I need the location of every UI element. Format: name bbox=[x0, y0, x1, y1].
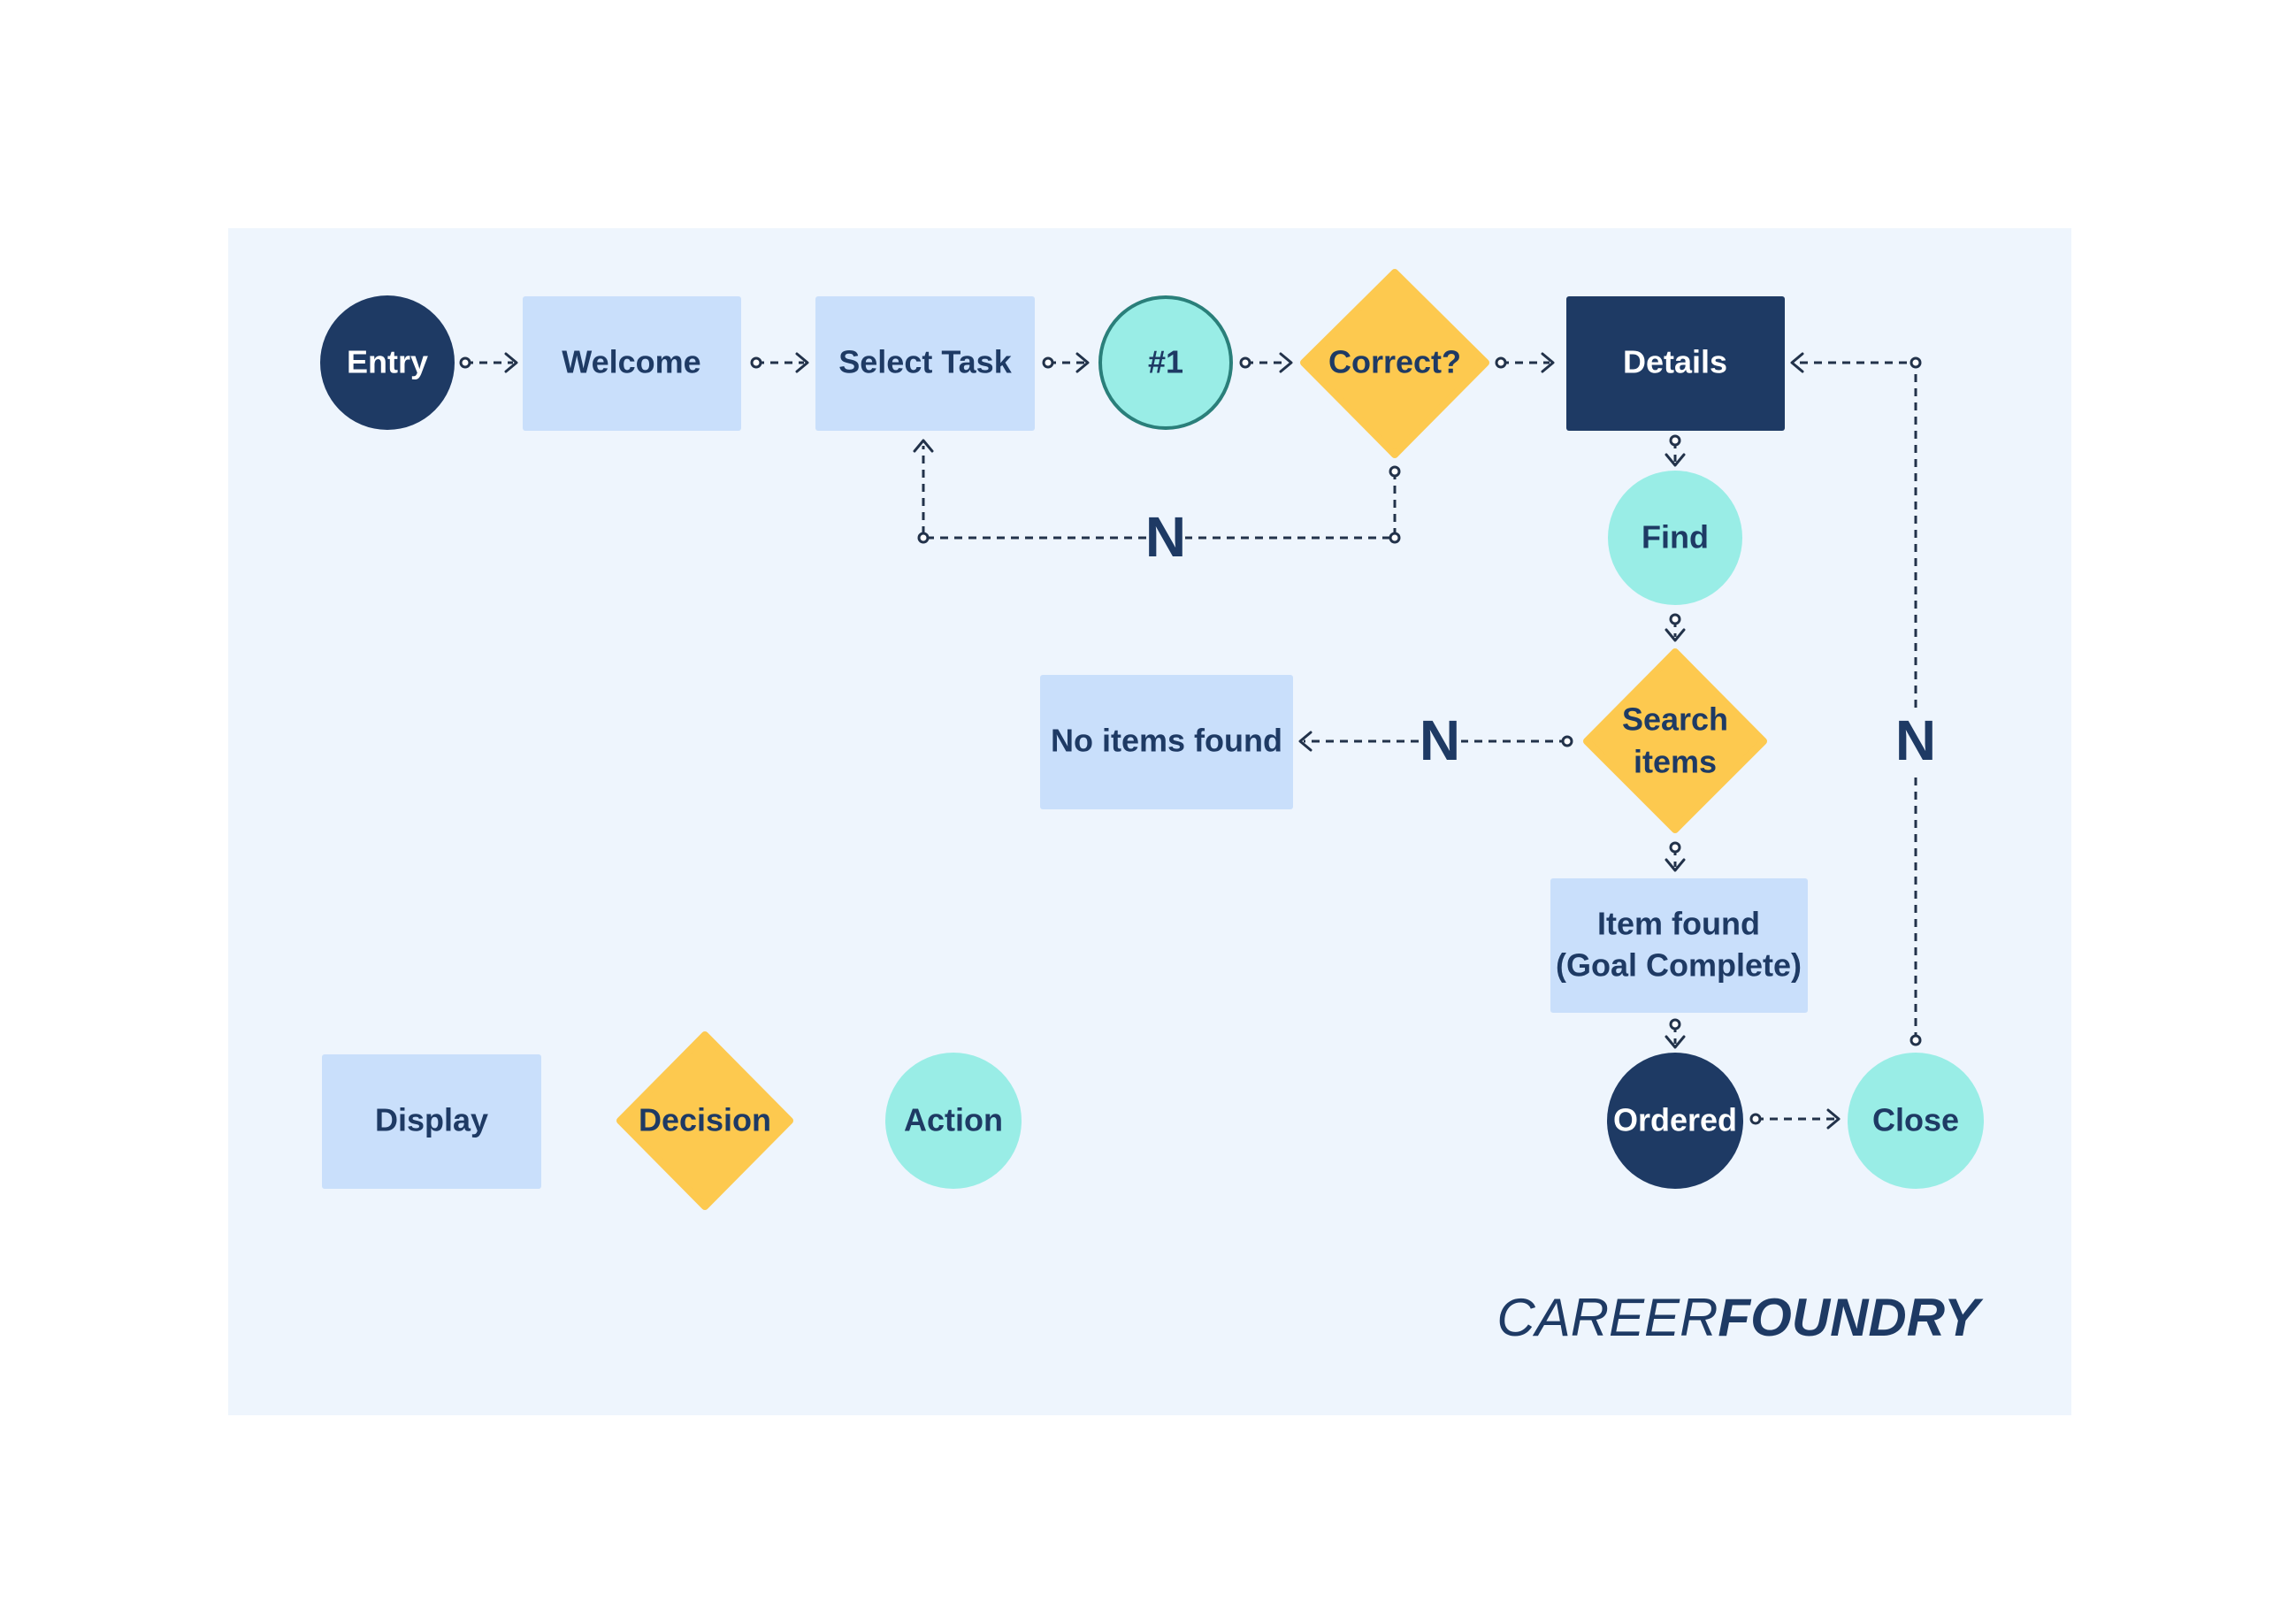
node-close-label: Close bbox=[1872, 1102, 1959, 1138]
node-no-items-found[interactable]: No items found bbox=[1040, 675, 1293, 809]
edges bbox=[459, 352, 1922, 1130]
careerfoundry-logo: CAREERFOUNDRY bbox=[1496, 1288, 1984, 1347]
legend-display-label: Display bbox=[375, 1102, 488, 1138]
legend-action: Action bbox=[885, 1053, 1022, 1189]
edge-details-find bbox=[1665, 434, 1686, 467]
node-entry-label: Entry bbox=[347, 344, 428, 380]
legend-display: Display bbox=[322, 1054, 541, 1189]
edge-entry-welcome bbox=[459, 352, 518, 373]
edge-search-no-items bbox=[1298, 731, 1573, 752]
edge-correct-details bbox=[1495, 352, 1555, 373]
edge-search-item-found bbox=[1665, 841, 1686, 872]
node-correct-label: Correct? bbox=[1328, 344, 1461, 380]
legend-decision-label: Decision bbox=[639, 1102, 771, 1138]
node-close[interactable]: Close bbox=[1848, 1053, 1984, 1189]
edge-select-task-step1 bbox=[1042, 352, 1090, 373]
node-welcome-label: Welcome bbox=[562, 344, 700, 380]
node-step1-label: #1 bbox=[1148, 344, 1183, 380]
edge-close-details-no bbox=[1790, 352, 1922, 1046]
logo-career: CAREER bbox=[1496, 1288, 1718, 1347]
edge-step1-correct bbox=[1239, 352, 1293, 373]
edge-find-search bbox=[1665, 613, 1686, 642]
node-correct[interactable]: Correct? bbox=[1300, 269, 1489, 458]
edge-label-close-no: N bbox=[1895, 709, 1936, 772]
node-details-label: Details bbox=[1623, 344, 1727, 380]
node-search-items-label-1: Search bbox=[1622, 701, 1728, 738]
node-item-found-label-2: (Goal Complete) bbox=[1556, 947, 1802, 984]
edge-ordered-close bbox=[1749, 1108, 1841, 1130]
edge-correct-select-task-no bbox=[913, 439, 1401, 544]
node-ordered[interactable]: Ordered bbox=[1607, 1053, 1743, 1189]
node-entry[interactable]: Entry bbox=[320, 295, 455, 430]
node-select-task[interactable]: Select Task bbox=[815, 296, 1035, 431]
edge-item-found-ordered bbox=[1665, 1018, 1686, 1049]
node-details[interactable]: Details bbox=[1566, 296, 1785, 431]
edge-welcome-select-task bbox=[750, 352, 809, 373]
edge-label-search-no: N bbox=[1420, 709, 1460, 772]
node-item-found[interactable]: Item found (Goal Complete) bbox=[1550, 878, 1808, 1013]
svg-text:CAREERFOUNDRY: CAREERFOUNDRY bbox=[1496, 1288, 1984, 1347]
node-item-found-label-1: Item found bbox=[1597, 906, 1760, 942]
legend: Display Decision Action bbox=[322, 1031, 1022, 1210]
legend-action-label: Action bbox=[904, 1102, 1003, 1138]
node-search-items[interactable]: Search items bbox=[1583, 648, 1767, 833]
node-step1[interactable]: #1 bbox=[1098, 295, 1233, 430]
node-search-items-label-2: items bbox=[1634, 744, 1717, 780]
node-welcome[interactable]: Welcome bbox=[523, 296, 741, 431]
node-ordered-label: Ordered bbox=[1613, 1102, 1737, 1138]
edge-label-correct-no: N bbox=[1145, 505, 1186, 569]
legend-decision: Decision bbox=[616, 1031, 793, 1210]
node-no-items-found-label: No items found bbox=[1051, 723, 1282, 759]
node-select-task-label: Select Task bbox=[838, 344, 1012, 380]
logo-foundry: FOUNDRY bbox=[1718, 1288, 1984, 1347]
node-find[interactable]: Find bbox=[1608, 471, 1742, 605]
node-find-label: Find bbox=[1642, 519, 1709, 555]
